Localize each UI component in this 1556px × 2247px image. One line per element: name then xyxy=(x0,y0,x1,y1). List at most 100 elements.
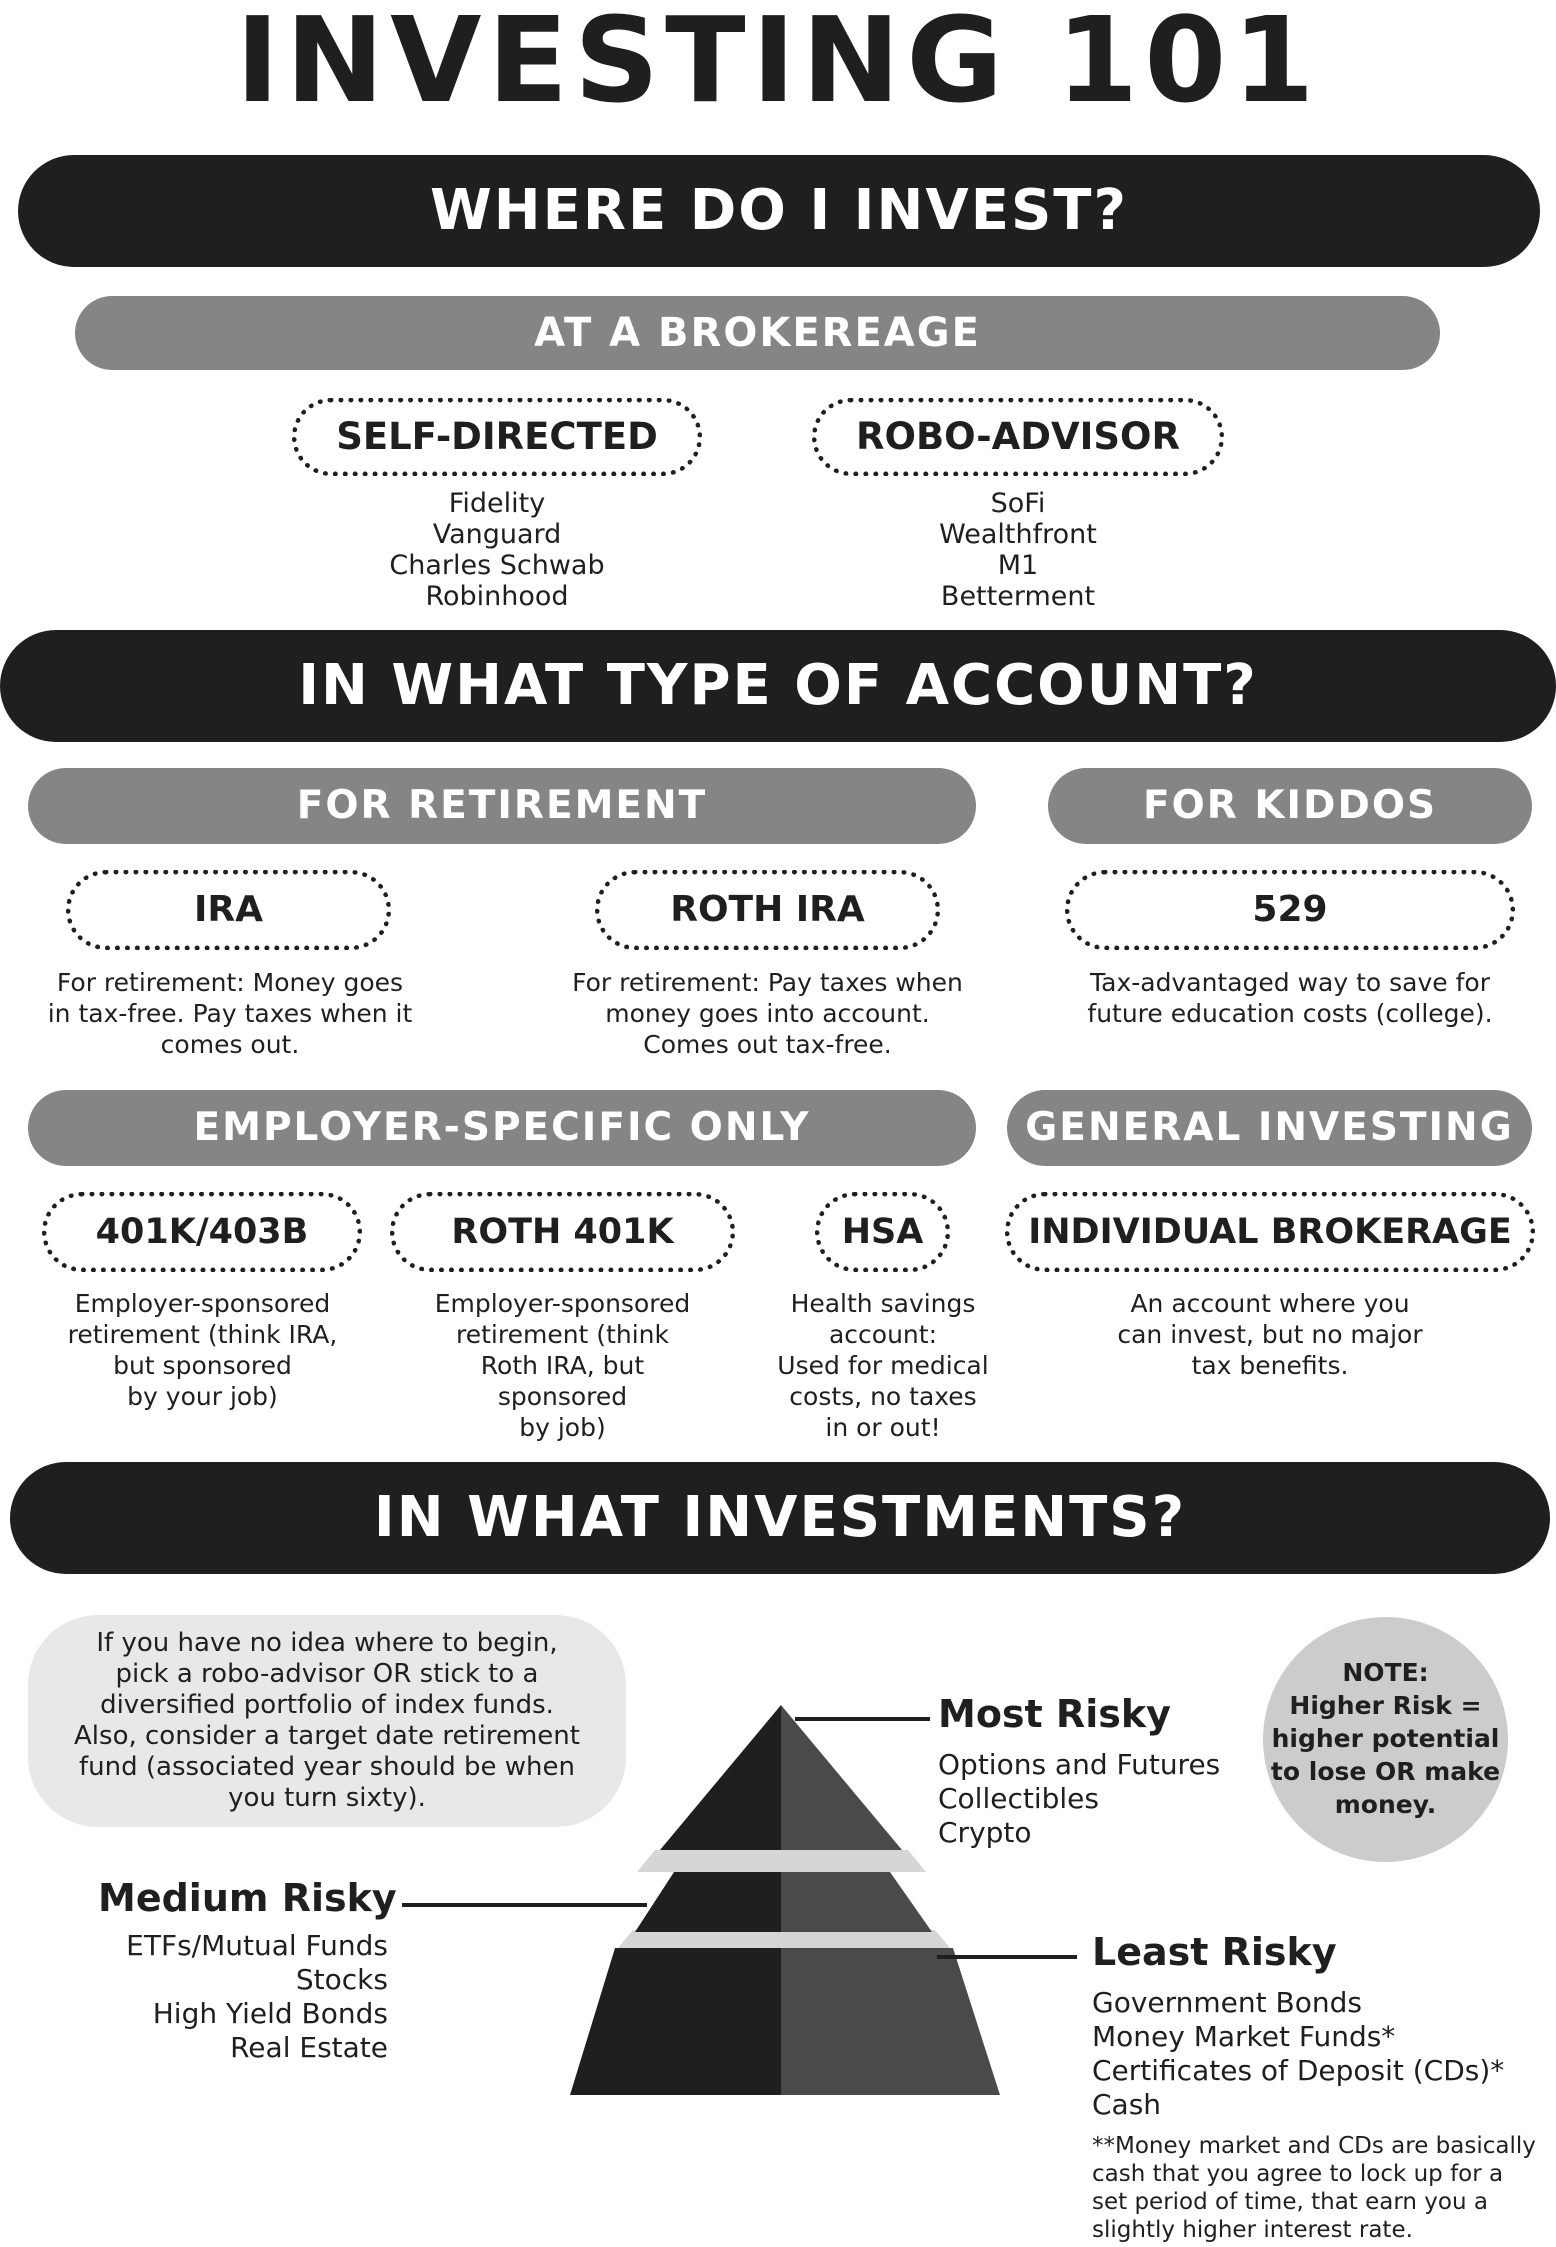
investment-item: Collectibles xyxy=(938,1782,1099,1815)
roth-ira-desc: For retirement: Pay taxes when money goe… xyxy=(545,967,990,1060)
advice-line: pick a robo-advisor OR stick to a xyxy=(115,1659,539,1689)
desc-line: retirement (think IRA, xyxy=(67,1320,338,1349)
advice-box xyxy=(28,1615,626,1827)
desc-line: money goes into account. xyxy=(605,999,930,1028)
desc-line: For retirement: Money goes xyxy=(56,968,404,997)
desc-line: in tax-free. Pay taxes when it xyxy=(47,999,413,1028)
desc-line: Health savings xyxy=(790,1289,976,1318)
medium-risky-leader xyxy=(402,1903,647,1907)
risk-pyramid xyxy=(570,1705,1000,2095)
desc-line: Tax-advantaged way to save for xyxy=(1090,968,1490,997)
529-desc: Tax-advantaged way to save for future ed… xyxy=(1060,967,1520,1029)
footnote-line: cash that you agree to lock up for a xyxy=(1092,2161,1504,2187)
roth-401k-desc: Employer-sponsored retirement (think Rot… xyxy=(400,1288,725,1443)
most-risky-leader xyxy=(795,1717,930,1721)
investments-heading: IN WHAT INVESTMENTS? xyxy=(10,1462,1550,1574)
note-line: higher potential xyxy=(1271,1724,1500,1753)
advice-line: you turn sixty). xyxy=(228,1783,426,1813)
broker-item: SoFi xyxy=(990,488,1046,519)
investment-item: Government Bonds xyxy=(1092,1986,1362,2019)
pyramid-mid-right xyxy=(781,1872,932,1932)
desc-line: Employer-sponsored xyxy=(434,1289,691,1318)
advice-line: Also, consider a target date retirement xyxy=(74,1721,580,1751)
investment-item: Real Estate xyxy=(230,2031,388,2064)
footnote-line: slightly higher interest rate. xyxy=(1092,2217,1413,2243)
footnote-line: **Money market and CDs are basically xyxy=(1092,2133,1536,2159)
investment-item: Options and Futures xyxy=(938,1748,1221,1781)
broker-item: Betterment xyxy=(940,581,1096,612)
robo-advisor-pill: ROBO-ADVISOR xyxy=(812,398,1224,476)
ira-pill: IRA xyxy=(66,870,391,950)
401k-desc: Employer-sponsored retirement (think IRA… xyxy=(30,1288,375,1412)
robo-advisor-list: SoFi Wealthfront M1 Betterment xyxy=(818,488,1218,612)
medium-risky-list: ETFs/Mutual Funds Stocks High Yield Bond… xyxy=(60,1929,388,2065)
desc-line: future education costs (college). xyxy=(1087,999,1493,1028)
529-pill: 529 xyxy=(1065,870,1515,950)
desc-line: Used for medical xyxy=(777,1351,989,1380)
footnote: **Money market and CDs are basically cas… xyxy=(1092,2132,1536,2244)
ira-desc: For retirement: Money goes in tax-free. … xyxy=(20,967,440,1060)
pyramid-gap-1 xyxy=(637,1850,926,1872)
desc-line: in or out! xyxy=(825,1413,941,1442)
pyramid-mid-left xyxy=(635,1872,781,1932)
page-title: INVESTING 101 xyxy=(235,0,1321,129)
account-heading: IN WHAT TYPE OF ACCOUNT? xyxy=(0,630,1556,742)
desc-line: but sponsored xyxy=(113,1351,292,1380)
note-line: NOTE: xyxy=(1342,1658,1429,1687)
desc-line: Comes out tax-free. xyxy=(643,1030,892,1059)
desc-line: Roth IRA, but xyxy=(480,1351,645,1380)
broker-item: Charles Schwab xyxy=(389,550,605,581)
desc-line: account: xyxy=(828,1320,938,1349)
employer-bar: EMPLOYER-SPECIFIC ONLY xyxy=(28,1090,976,1166)
note-line: to lose OR make xyxy=(1270,1757,1501,1786)
individual-brokerage-pill: INDIVIDUAL BROKERAGE xyxy=(1005,1192,1535,1272)
self-directed-pill: SELF-DIRECTED xyxy=(292,398,702,476)
investment-item: Money Market Funds* xyxy=(1092,2020,1396,2053)
hsa-pill: HSA xyxy=(815,1192,950,1272)
least-risky-list: Government Bonds Money Market Funds* Cer… xyxy=(1092,1986,1504,2122)
desc-line: can invest, but no major xyxy=(1117,1320,1423,1349)
most-risky-title: Most Risky xyxy=(938,1692,1171,1736)
desc-line: Employer-sponsored xyxy=(74,1289,331,1318)
note-circle xyxy=(1263,1617,1508,1862)
401k-pill: 401K/403B xyxy=(42,1192,362,1272)
broker-item: Vanguard xyxy=(432,519,562,550)
pyramid-bottom-right xyxy=(781,1948,1000,2095)
kiddos-bar: FOR KIDDOS xyxy=(1048,768,1532,844)
general-bar: GENERAL INVESTING xyxy=(1007,1090,1532,1166)
desc-line: costs, no taxes xyxy=(789,1382,977,1411)
desc-line: sponsored xyxy=(497,1382,628,1411)
broker-item: Fidelity xyxy=(448,488,546,519)
broker-item: M1 xyxy=(997,550,1039,581)
individual-brokerage-desc: An account where you can invest, but no … xyxy=(1070,1288,1470,1381)
hsa-desc: Health savings account: Used for medical… xyxy=(752,1288,1014,1443)
investment-item: ETFs/Mutual Funds xyxy=(126,1929,388,1962)
desc-line: by your job) xyxy=(127,1382,278,1411)
least-risky-leader xyxy=(937,1955,1077,1959)
investment-item: Cash xyxy=(1092,2088,1162,2121)
desc-line: tax benefits. xyxy=(1191,1351,1349,1380)
roth-ira-pill: ROTH IRA xyxy=(595,870,940,950)
broker-item: Robinhood xyxy=(425,581,569,612)
investment-item: Certificates of Deposit (CDs)* xyxy=(1092,2054,1505,2087)
desc-line: An account where you xyxy=(1130,1289,1410,1318)
desc-line: by job) xyxy=(519,1413,606,1442)
advice-text: If you have no idea where to begin, pick… xyxy=(28,1628,626,1814)
investment-item: High Yield Bonds xyxy=(152,1997,388,2030)
self-directed-list: Fidelity Vanguard Charles Schwab Robinho… xyxy=(297,488,697,612)
pyramid-top-left xyxy=(660,1705,781,1850)
medium-risky-title: Medium Risky xyxy=(98,1876,397,1920)
advice-line: diversified portfolio of index funds. xyxy=(100,1690,554,1720)
note-line: money. xyxy=(1334,1790,1437,1819)
footnote-line: set period of time, that earn you a xyxy=(1092,2189,1488,2215)
desc-line: For retirement: Pay taxes when xyxy=(572,968,963,997)
desc-line: retirement (think xyxy=(456,1320,669,1349)
pyramid-gap-2 xyxy=(618,1930,950,1948)
desc-line: comes out. xyxy=(160,1030,300,1059)
retirement-bar: FOR RETIREMENT xyxy=(28,768,976,844)
advice-line: fund (associated year should be when xyxy=(78,1752,576,1782)
note-line: Higher Risk = xyxy=(1289,1691,1482,1720)
pyramid-top-right xyxy=(781,1705,902,1850)
roth-401k-pill: ROTH 401K xyxy=(390,1192,735,1272)
advice-line: If you have no idea where to begin, xyxy=(96,1628,558,1658)
